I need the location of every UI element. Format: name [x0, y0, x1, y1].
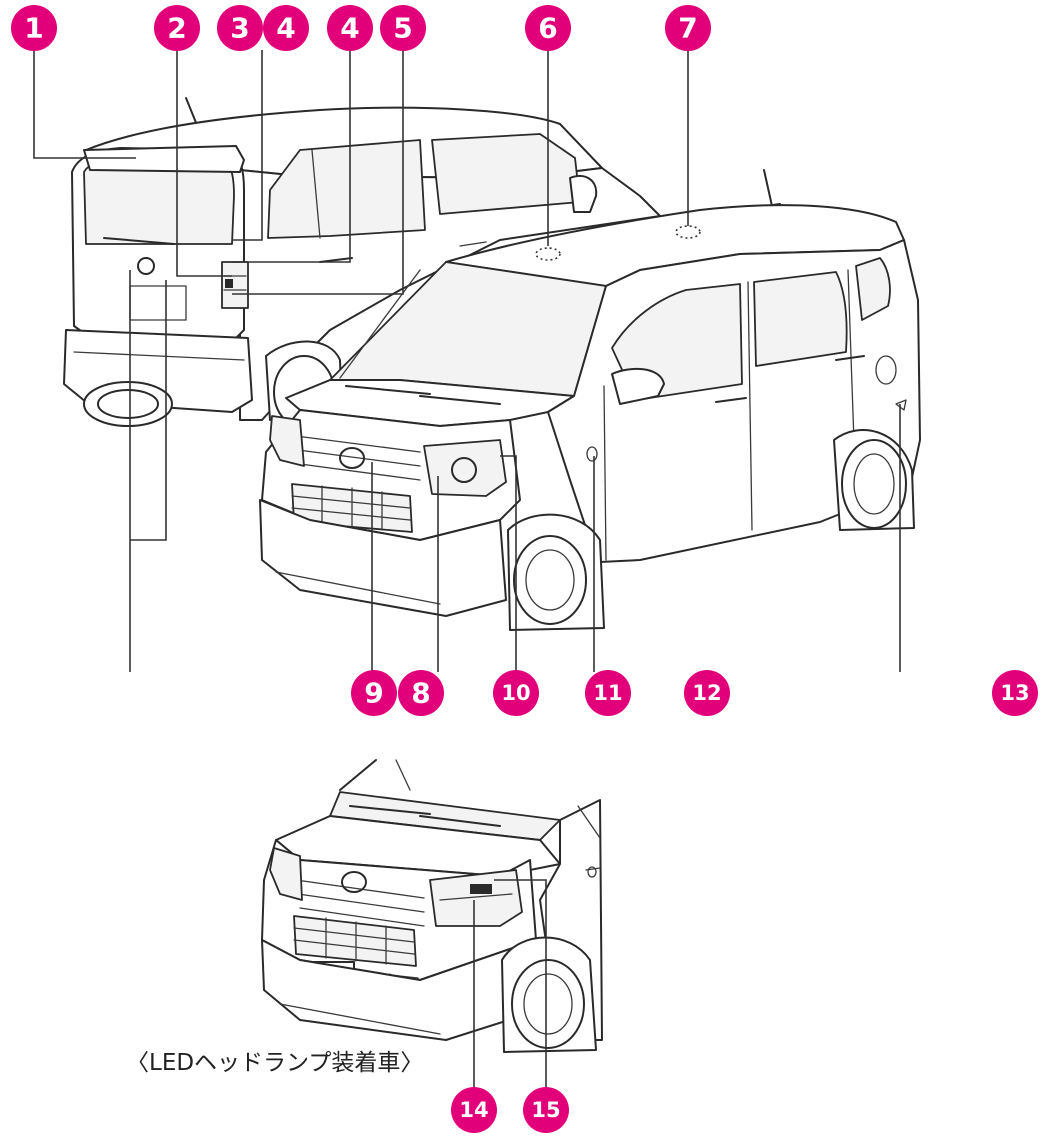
callout-marker-5: 5: [380, 5, 426, 51]
svg-text:2: 2: [167, 12, 186, 45]
callout-marker-1: 1: [11, 5, 57, 51]
callout-marker-10: 10: [493, 670, 539, 716]
callout-marker-13: 13: [992, 670, 1038, 716]
callout-marker-15: 15: [523, 1087, 569, 1133]
callout-marker-4b: 4: [327, 5, 373, 51]
svg-text:4: 4: [276, 12, 295, 45]
front-vehicle-illustration: [259, 169, 921, 631]
svg-text:4: 4: [340, 12, 359, 45]
svg-text:1: 1: [24, 12, 43, 45]
svg-text:14: 14: [459, 1098, 488, 1122]
callout-marker-4a: 4: [263, 5, 309, 51]
svg-text:6: 6: [538, 12, 557, 45]
callout-marker-3: 3: [217, 5, 263, 51]
led-headlamp-caption: 〈LEDヘッドランプ装着車〉: [126, 1050, 423, 1076]
svg-text:13: 13: [1000, 681, 1029, 705]
callout-marker-2: 2: [154, 5, 200, 51]
svg-text:9: 9: [364, 677, 383, 710]
svg-text:12: 12: [692, 681, 721, 705]
svg-text:7: 7: [678, 12, 697, 45]
callout-marker-6: 6: [525, 5, 571, 51]
svg-text:11: 11: [593, 681, 622, 705]
led-headlamp-variant-illustration: [261, 759, 603, 1053]
svg-text:5: 5: [393, 12, 412, 45]
callout-marker-7: 7: [665, 5, 711, 51]
callout-marker-11: 11: [585, 670, 631, 716]
callout-marker-9: 9: [351, 670, 397, 716]
callout-marker-8: 8: [398, 670, 444, 716]
svg-text:3: 3: [230, 12, 249, 45]
svg-text:15: 15: [531, 1098, 560, 1122]
svg-text:10: 10: [501, 681, 530, 705]
svg-text:8: 8: [411, 677, 430, 710]
callout-marker-14: 14: [451, 1087, 497, 1133]
rear-vehicle-illustration: [63, 97, 661, 429]
callout-markers: 1 2 3 4 4 5 6 7 9 8 10 11 12 13 14 15: [11, 5, 1038, 1133]
callout-leader-lines: [33, 50, 901, 1092]
callout-marker-12: 12: [684, 670, 730, 716]
